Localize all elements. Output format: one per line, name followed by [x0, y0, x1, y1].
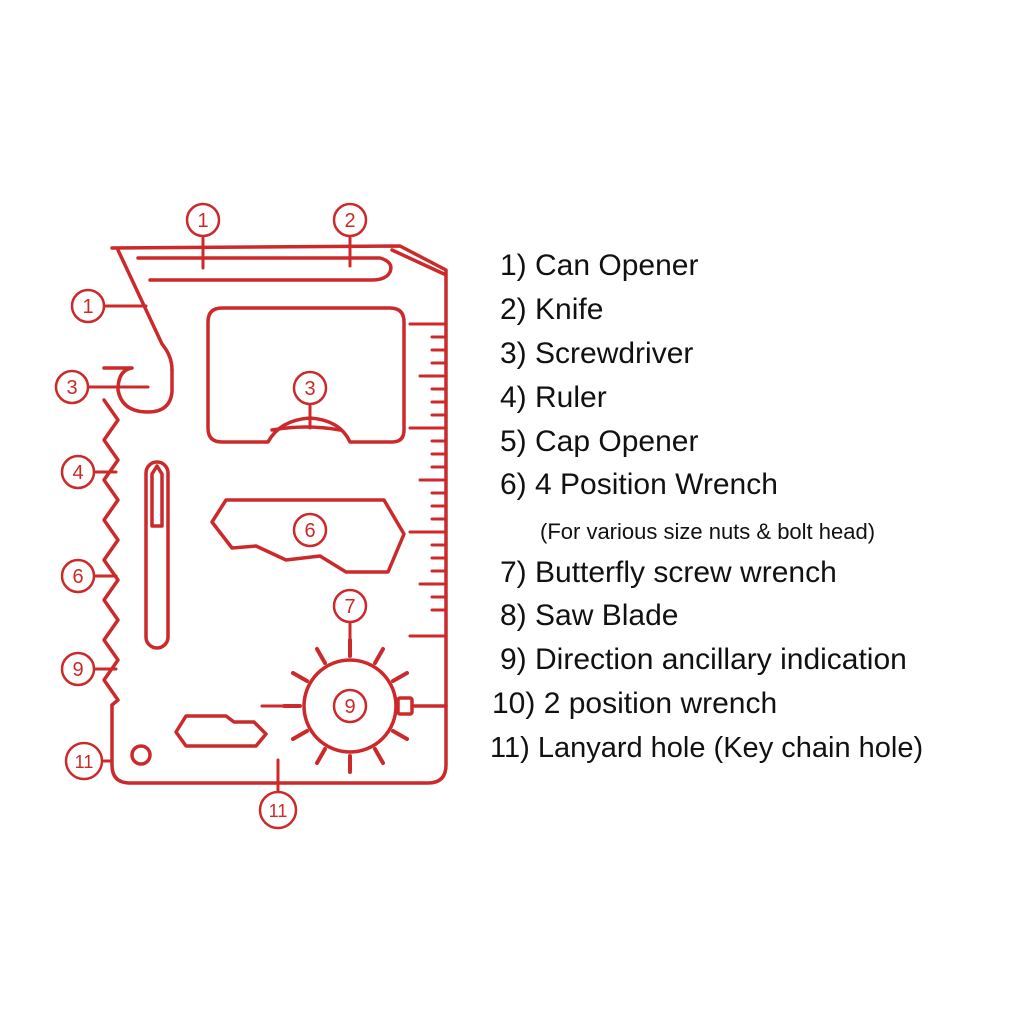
ruler-ticks	[408, 322, 448, 638]
callout-circle-11b	[258, 790, 298, 830]
legend-item-cap-opener: 5) Cap Opener	[500, 425, 699, 458]
callout-number-1a: 1	[197, 210, 208, 232]
callout-circle-1a	[185, 202, 221, 238]
callout-circle-1b	[70, 288, 106, 324]
four-position-wrench	[210, 498, 406, 574]
callout-number-3b: 3	[304, 378, 315, 400]
callout-circle-6a	[60, 558, 96, 594]
callout-circle-4	[60, 454, 96, 490]
legend-item-2-position-wrench: 10) 2 position wrench	[492, 687, 778, 720]
callout-number-4: 4	[72, 462, 83, 484]
callout-circle-2	[332, 202, 368, 238]
callout-number-11a: 11	[75, 752, 94, 772]
callout-circle-3a	[54, 369, 90, 405]
callout-circle-9b	[332, 688, 368, 724]
knife-notch	[390, 248, 446, 276]
legend-item-knife: 2) Knife	[500, 293, 604, 326]
slot	[144, 460, 170, 650]
two-position-wrench	[174, 714, 268, 748]
callout-number-9a: 9	[72, 659, 83, 681]
gear-teeth	[282, 638, 409, 774]
legend-item-screwdriver: 3) Screwdriver	[500, 337, 694, 370]
callout-circle-7	[332, 588, 368, 624]
leader-lines	[86, 236, 352, 794]
legend-item-saw-blade: 8) Saw Blade	[500, 599, 679, 632]
callout-circle-6b	[292, 512, 328, 548]
slot-inner	[150, 464, 164, 528]
legend-item-direction-indication: 9) Direction ancillary indication	[500, 643, 907, 676]
butterfly-wrench-gear	[302, 658, 398, 754]
callout-number-3a: 3	[66, 377, 77, 399]
can-opener-edge	[116, 248, 174, 372]
screwdriver-hook	[102, 366, 174, 414]
legend-item-butterfly-wrench: 7) Butterfly screw wrench	[500, 556, 837, 589]
cap-opener-inner	[270, 425, 342, 432]
callout-number-7: 7	[344, 596, 355, 618]
callout-number-9b: 9	[344, 696, 355, 718]
legend-item-can-opener: 1) Can Opener	[500, 249, 699, 282]
callout-number-6b: 6	[304, 520, 315, 542]
lanyard-hole	[130, 744, 152, 766]
callout-circle-9a	[60, 651, 96, 687]
legend-note-nuts-bolts: (For various size nuts & bolt head)	[540, 519, 876, 544]
legend-item-4-position-wrench: 6) 4 Position Wrench	[500, 468, 778, 501]
callout-number-2: 2	[344, 210, 355, 232]
card-outline	[110, 244, 448, 785]
callout-circle-3b	[292, 370, 328, 406]
callout-number-11b: 11	[269, 801, 288, 821]
legend-item-lanyard-hole: 11) Lanyard hole (Key chain hole)	[490, 732, 924, 764]
legend-item-ruler: 4) Ruler	[500, 381, 607, 414]
knife-edge	[136, 256, 393, 282]
callout-number-1b: 1	[82, 296, 93, 318]
saw-blade	[102, 398, 120, 707]
callout-number-6a: 6	[72, 566, 83, 588]
callout-circle-11a	[64, 741, 104, 781]
